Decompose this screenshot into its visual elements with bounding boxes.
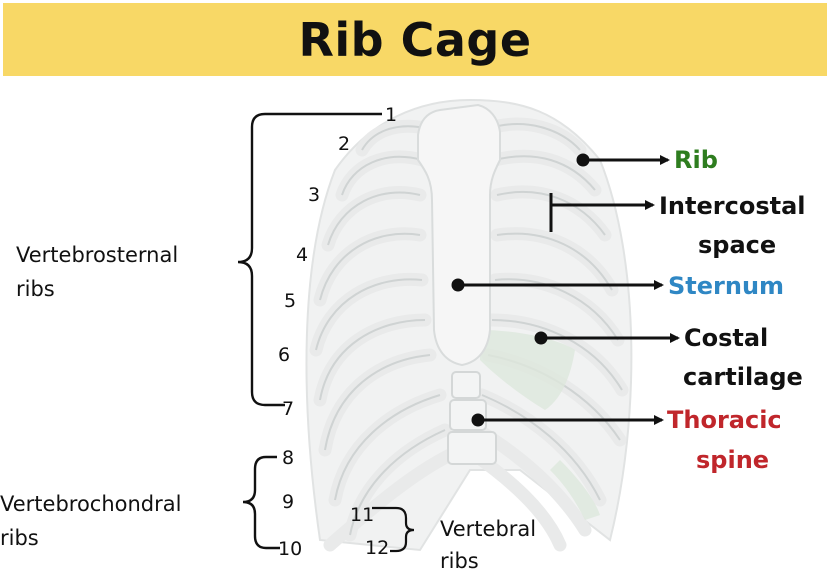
rib-number-8: 8 xyxy=(282,447,294,469)
rib-left-10 xyxy=(323,448,457,552)
rib-number-5: 5 xyxy=(284,290,296,312)
intercostal-label-line2: space xyxy=(698,231,776,259)
rib-number-10: 10 xyxy=(278,538,302,560)
rib-number-3: 3 xyxy=(308,184,320,206)
vertebral-label-line2: ribs xyxy=(440,549,479,573)
vertebrochondral-label-line2: ribs xyxy=(0,526,39,550)
title-bar: Rib Cage xyxy=(3,3,827,76)
vertebra-3 xyxy=(447,431,497,465)
rib-cage-illustration xyxy=(305,98,633,552)
sternum-label: Sternum xyxy=(668,272,784,300)
vertebral-label-line1: Vertebral xyxy=(440,517,536,541)
rib-number-6: 6 xyxy=(278,344,290,366)
vertebrosternal-label-line2: ribs xyxy=(16,277,55,301)
vertebrosternal-label-line1: Vertebrosternal xyxy=(16,243,178,267)
rib-number-2: 2 xyxy=(338,133,350,155)
vertebra-1 xyxy=(451,371,481,399)
rib-label: Rib xyxy=(674,146,718,174)
page-title: Rib Cage xyxy=(298,12,532,67)
sternum-bone xyxy=(417,103,501,367)
costal-label-line2: cartilage xyxy=(683,363,803,391)
vertebral-bracket xyxy=(372,506,415,553)
vertebrochondral-label-line1: Vertebrochondral xyxy=(0,492,181,516)
thoracic-label-line1: Thoracic xyxy=(667,406,782,434)
rib-number-1: 1 xyxy=(385,104,397,126)
intercostal-label-line1: Intercostal xyxy=(659,192,806,220)
costal-label-line1: Costal xyxy=(684,324,768,352)
rib-number-7: 7 xyxy=(282,398,294,420)
rib-number-11: 11 xyxy=(350,504,374,526)
thoracic-label-line2: spine xyxy=(696,446,769,474)
vertebrochondral-bracket xyxy=(242,455,280,550)
rib-number-12: 12 xyxy=(365,537,389,559)
rib-number-9: 9 xyxy=(282,491,294,513)
costal-cartilage-shape xyxy=(480,330,575,410)
rib-number-4: 4 xyxy=(296,244,308,266)
vertebrosternal-bracket xyxy=(237,112,382,407)
